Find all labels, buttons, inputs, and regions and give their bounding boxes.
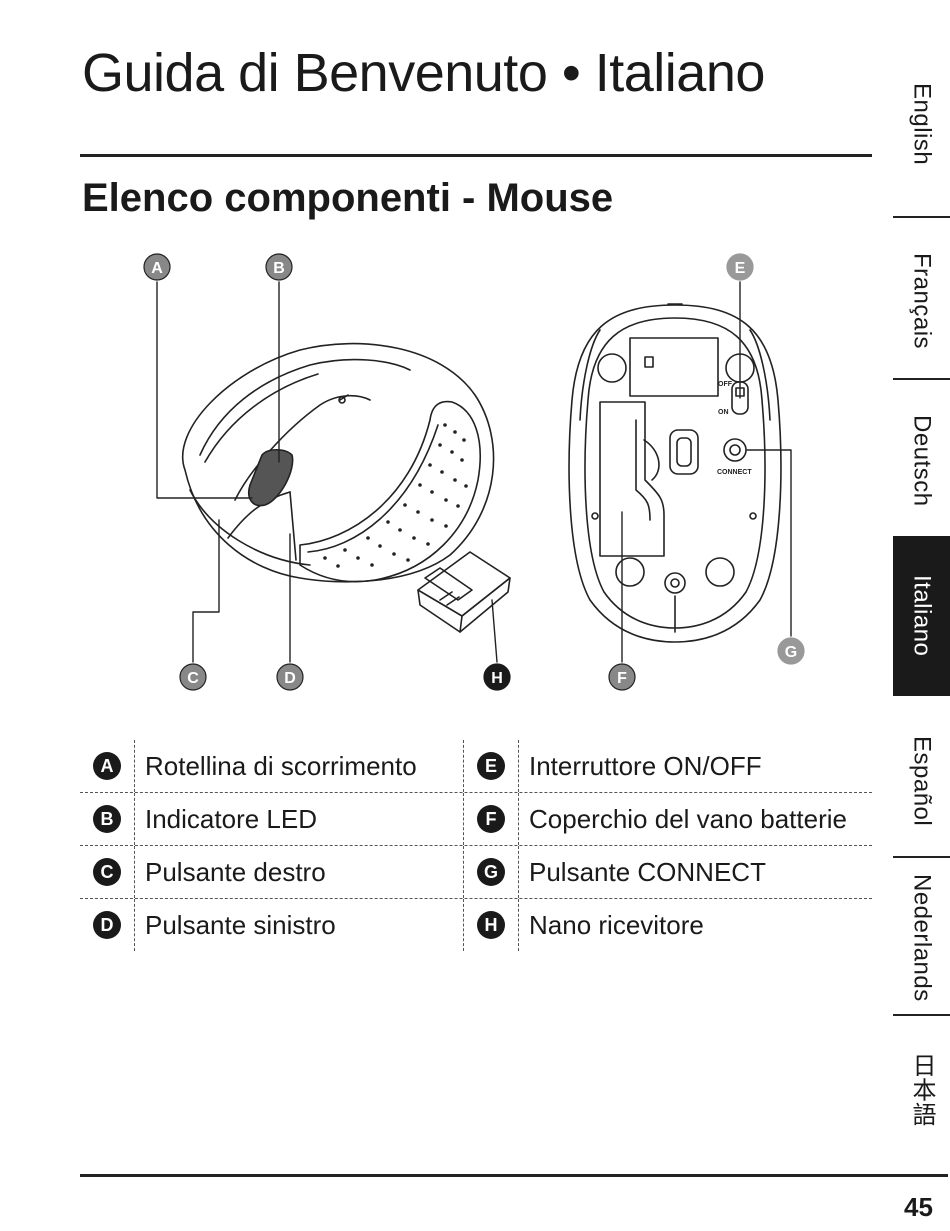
title-divider [80,154,872,157]
divider [893,1014,950,1016]
part-label: Pulsante sinistro [135,899,464,951]
callout-c: C [179,663,207,691]
svg-text:D: D [284,670,296,687]
part-label: Interruttore ON/OFF [529,750,762,781]
letter-badge: G [477,858,505,886]
connect-label: CONNECT [717,469,752,476]
callout-h: H [483,663,511,691]
footer-divider [80,1174,948,1177]
tab-nederlands[interactable]: Nederlands [908,874,936,1002]
part-label: Pulsante CONNECT [529,856,766,887]
table-row: B Indicatore LED F Coperchio del vano ba… [80,793,872,846]
tab-espanol[interactable]: Español [908,735,936,827]
tab-francais[interactable]: Français [908,252,936,350]
callout-g: G [777,637,805,665]
callout-a: A [143,253,171,281]
table-row: A Rotellina di scorrimento E Interruttor… [80,740,872,793]
svg-text:E: E [735,260,746,277]
mouse-top-view [182,342,495,583]
tab-english[interactable]: English [908,82,936,166]
part-label: Indicatore LED [135,793,464,845]
divider [893,216,950,218]
callout-d: D [276,663,304,691]
tab-japanese[interactable]: 日本語 [908,1053,935,1127]
callout-e: E [726,253,754,281]
svg-text:F: F [617,670,627,687]
callout-f: F [608,663,636,691]
table-row: C Pulsante destro G Pulsante CONNECT [80,846,872,899]
part-label: Rotellina di scorrimento [135,740,464,792]
off-label: OFF [718,381,733,388]
callout-b: B [265,253,293,281]
svg-text:H: H [491,670,503,687]
svg-text:B: B [273,260,285,277]
on-label: ON [718,409,729,416]
divider [893,856,950,858]
tab-italiano[interactable]: Italiano [893,536,950,696]
svg-text:G: G [785,644,797,661]
tab-deutsch[interactable]: Deutsch [908,415,936,507]
page-title: Guida di Benvenuto • Italiano [82,43,765,103]
grip-texture [323,423,468,568]
divider [893,378,950,380]
letter-badge: H [477,911,505,939]
svg-text:C: C [187,670,199,687]
part-label: Coperchio del vano batterie [529,803,847,834]
letter-badge: E [477,752,505,780]
nano-receiver [417,551,511,633]
letter-badge: C [93,858,121,886]
part-label: Pulsante destro [135,846,464,898]
letter-badge: D [93,911,121,939]
page-number: 45 [904,1192,933,1222]
letter-badge: A [93,752,121,780]
mouse-diagram: OFF ON CONNECT A B E C D H [143,253,805,691]
callout-leaders [156,281,792,663]
table-row: D Pulsante sinistro H Nano ricevitore [80,899,872,951]
part-label: Nano ricevitore [529,909,704,940]
letter-badge: F [477,805,505,833]
svg-text:A: A [151,260,163,277]
letter-badge: B [93,805,121,833]
section-heading: Elenco componenti - Mouse [82,176,614,220]
parts-table: A Rotellina di scorrimento E Interruttor… [80,740,872,951]
